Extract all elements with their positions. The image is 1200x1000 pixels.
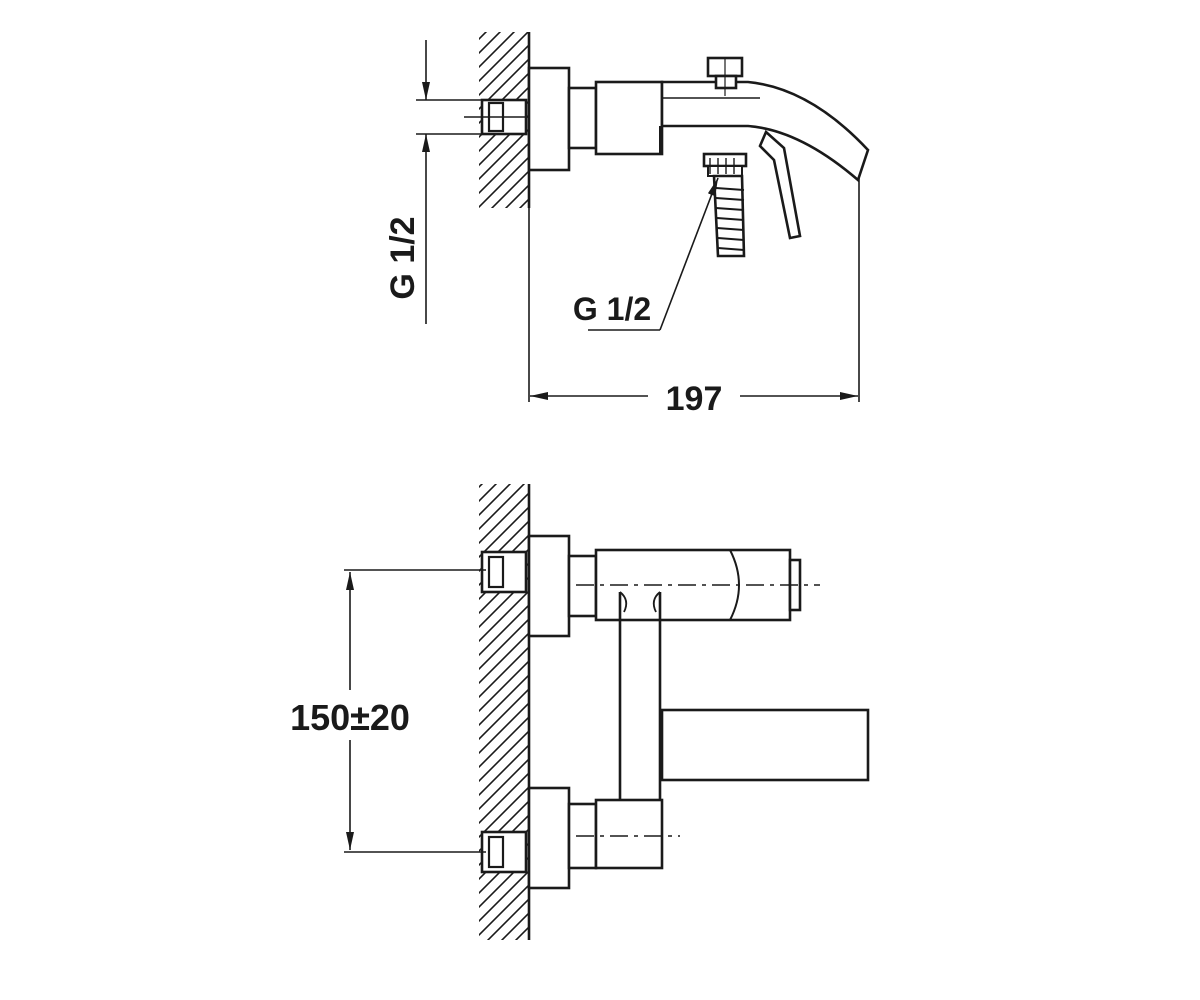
projection-label: 197	[666, 380, 723, 418]
inlet-nipple-side	[464, 98, 546, 136]
side-inlet-thread-label: G 1/2	[384, 216, 422, 299]
lower-body-plan	[594, 798, 664, 870]
inlet-nipple-upper	[480, 550, 528, 594]
projection-dimension	[528, 178, 860, 402]
wall-flange-lower	[527, 786, 571, 890]
mixer-body-plan	[576, 548, 820, 622]
cross-pipe	[618, 591, 662, 836]
side-view	[416, 32, 870, 402]
diverter-knob	[706, 56, 744, 96]
spout-side	[660, 80, 870, 183]
mixer-body-side	[594, 80, 664, 156]
hose-outlet	[702, 152, 748, 258]
hose-outlet-thread-label: G 1/2	[573, 291, 651, 327]
inlet-spacing-dimension	[344, 569, 486, 853]
wall-flange-side	[527, 66, 571, 172]
spout-plan	[660, 708, 870, 782]
wall-flange-upper	[527, 534, 571, 638]
hose-thread-leader	[588, 177, 719, 331]
thread-dimension-side	[416, 40, 482, 324]
plan-view	[344, 484, 870, 940]
inlet-nipple-lower	[480, 830, 528, 874]
inlet-spacing-label: 150±20	[290, 697, 410, 738]
lever-handle-side	[758, 129, 802, 240]
connector-neck-side	[567, 86, 598, 150]
